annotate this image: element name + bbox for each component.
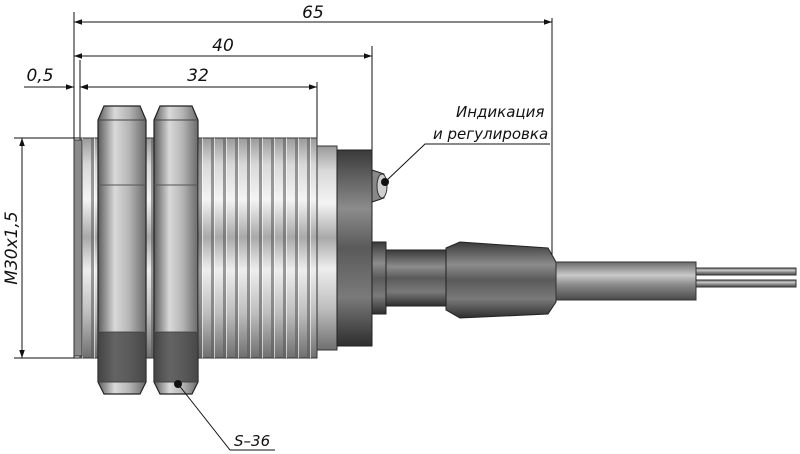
callout-indication-line2: и регулировка: [433, 125, 548, 143]
cable-assembly: [371, 241, 797, 319]
callout-indication-line1: Индикация: [456, 103, 544, 121]
dim-label-32: 32: [187, 66, 209, 86]
indicator-led-cap: [376, 173, 388, 199]
collar-ring: [316, 145, 338, 351]
cable-gland-base: [371, 241, 387, 315]
wire-1: [695, 267, 797, 276]
dim-label-thread: М30х1,5: [2, 211, 22, 284]
dim-label-40: 40: [212, 36, 234, 56]
dim-label-0-5: 0,5: [26, 66, 53, 86]
callout-leader-indication: [384, 143, 550, 183]
hex-nut-1: [97, 105, 147, 395]
callout-leader-nut: [177, 383, 275, 451]
callout-nut-size: S–36: [234, 432, 270, 450]
barrel-end-face: [73, 139, 83, 357]
cable-gland: [385, 249, 447, 307]
cable-jacket: [555, 261, 697, 301]
hex-nut-2: [153, 105, 199, 395]
dim-label-65: 65: [302, 3, 324, 23]
strain-relief: [445, 241, 557, 319]
rear-housing: [336, 149, 373, 347]
wire-2: [695, 279, 797, 288]
